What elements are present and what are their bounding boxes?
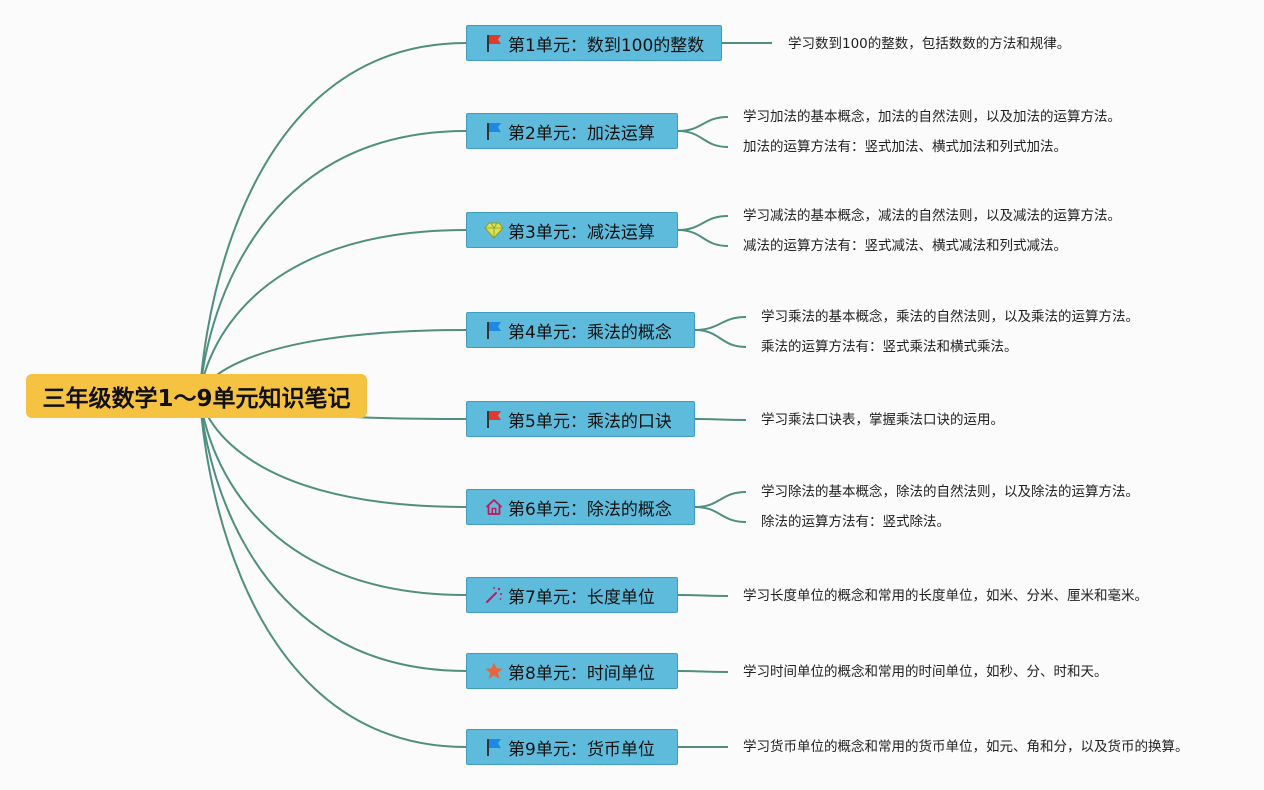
root-topic-label: 三年级数学1～9单元知识笔记	[42, 386, 351, 412]
blue-flag-icon	[483, 319, 505, 341]
unit-5-note-1[interactable]: 学习乘法口诀表，掌握乘法口诀的运用。	[759, 410, 1006, 430]
unit-9-label: 第9单元：货币单位	[508, 739, 655, 760]
unit-5-topic[interactable]: 第5单元：乘法的口诀	[466, 401, 695, 437]
unit-5-label: 第5单元：乘法的口诀	[508, 411, 672, 432]
red-flag-icon	[483, 32, 505, 54]
unit-7-label: 第7单元：长度单位	[508, 587, 655, 608]
connector-root-unit-2	[199, 130, 467, 396]
connector-unit-6-note-2	[694, 506, 747, 523]
diamond-icon	[483, 219, 505, 241]
unit-9-topic[interactable]: 第9单元：货币单位	[466, 729, 678, 765]
connector-unit-7-note-1	[677, 594, 729, 597]
red-flag-icon	[483, 408, 505, 430]
connector-unit-3-note-1	[677, 215, 729, 231]
connector-unit-2-note-2	[677, 130, 729, 148]
unit-6-topic[interactable]: 第6单元：除法的概念	[466, 489, 695, 525]
magic-wand-icon	[483, 584, 505, 606]
unit-1-topic[interactable]: 第1单元：数到100的整数	[466, 25, 722, 61]
unit-9-note-1[interactable]: 学习货币单位的概念和常用的货币单位，如元、角和分，以及货币的换算。	[741, 737, 1191, 757]
unit-2-label: 第2单元：加法运算	[508, 123, 655, 144]
unit-4-topic[interactable]: 第4单元：乘法的概念	[466, 312, 695, 348]
unit-2-topic[interactable]: 第2单元：加法运算	[466, 113, 678, 149]
unit-3-label: 第3单元：减法运算	[508, 222, 655, 243]
unit-6-note-1[interactable]: 学习除法的基本概念，除法的自然法则，以及除法的运算方法。	[759, 482, 1141, 502]
unit-8-topic[interactable]: 第8单元：时间单位	[466, 653, 678, 689]
blue-flag-icon	[483, 736, 505, 758]
connector-root-unit-8	[199, 394, 467, 672]
unit-6-label: 第6单元：除法的概念	[508, 499, 672, 520]
connector-unit-4-note-2	[694, 329, 747, 348]
connector-unit-2-note-1	[677, 116, 729, 132]
connector-root-unit-9	[199, 394, 467, 748]
connector-unit-6-note-1	[694, 491, 747, 508]
connector-unit-8-note-1	[677, 670, 729, 673]
unit-1-label: 第1单元：数到100的整数	[508, 35, 705, 56]
unit-2-note-1[interactable]: 学习加法的基本概念，加法的自然法则，以及加法的运算方法。	[741, 107, 1123, 127]
unit-7-note-1[interactable]: 学习长度单位的概念和常用的长度单位，如米、分米、厘米和毫米。	[741, 586, 1150, 606]
connector-root-unit-7	[199, 394, 467, 596]
connector-unit-5-note-1	[694, 418, 747, 421]
root-topic[interactable]: 三年级数学1～9单元知识笔记	[26, 374, 367, 418]
unit-4-label: 第4单元：乘法的概念	[508, 322, 672, 343]
connector-root-unit-3	[199, 229, 467, 396]
connector-unit-3-note-2	[677, 229, 729, 247]
unit-2-note-2[interactable]: 加法的运算方法有：竖式加法、横式加法和列式加法。	[741, 137, 1069, 157]
unit-6-note-2[interactable]: 除法的运算方法有：竖式除法。	[759, 512, 952, 532]
unit-7-topic[interactable]: 第7单元：长度单位	[466, 577, 678, 613]
unit-3-note-2[interactable]: 减法的运算方法有：竖式减法、横式减法和列式减法。	[741, 236, 1069, 256]
connector-root-unit-1	[199, 42, 467, 396]
unit-1-note-1[interactable]: 学习数到100的整数，包括数数的方法和规律。	[786, 34, 1073, 54]
unit-8-label: 第8单元：时间单位	[508, 663, 655, 684]
unit-4-note-1[interactable]: 学习乘法的基本概念，乘法的自然法则，以及乘法的运算方法。	[759, 307, 1141, 327]
unit-4-note-2[interactable]: 乘法的运算方法有：竖式乘法和横式乘法。	[759, 337, 1020, 357]
connector-unit-4-note-1	[694, 316, 747, 331]
unit-3-note-1[interactable]: 学习减法的基本概念，减法的自然法则，以及减法的运算方法。	[741, 206, 1123, 226]
star-icon	[483, 660, 505, 682]
house-icon	[483, 496, 505, 518]
unit-8-note-1[interactable]: 学习时间单位的概念和常用的时间单位，如秒、分、时和天。	[741, 662, 1110, 682]
blue-flag-icon	[483, 120, 505, 142]
unit-3-topic[interactable]: 第3单元：减法运算	[466, 212, 678, 248]
